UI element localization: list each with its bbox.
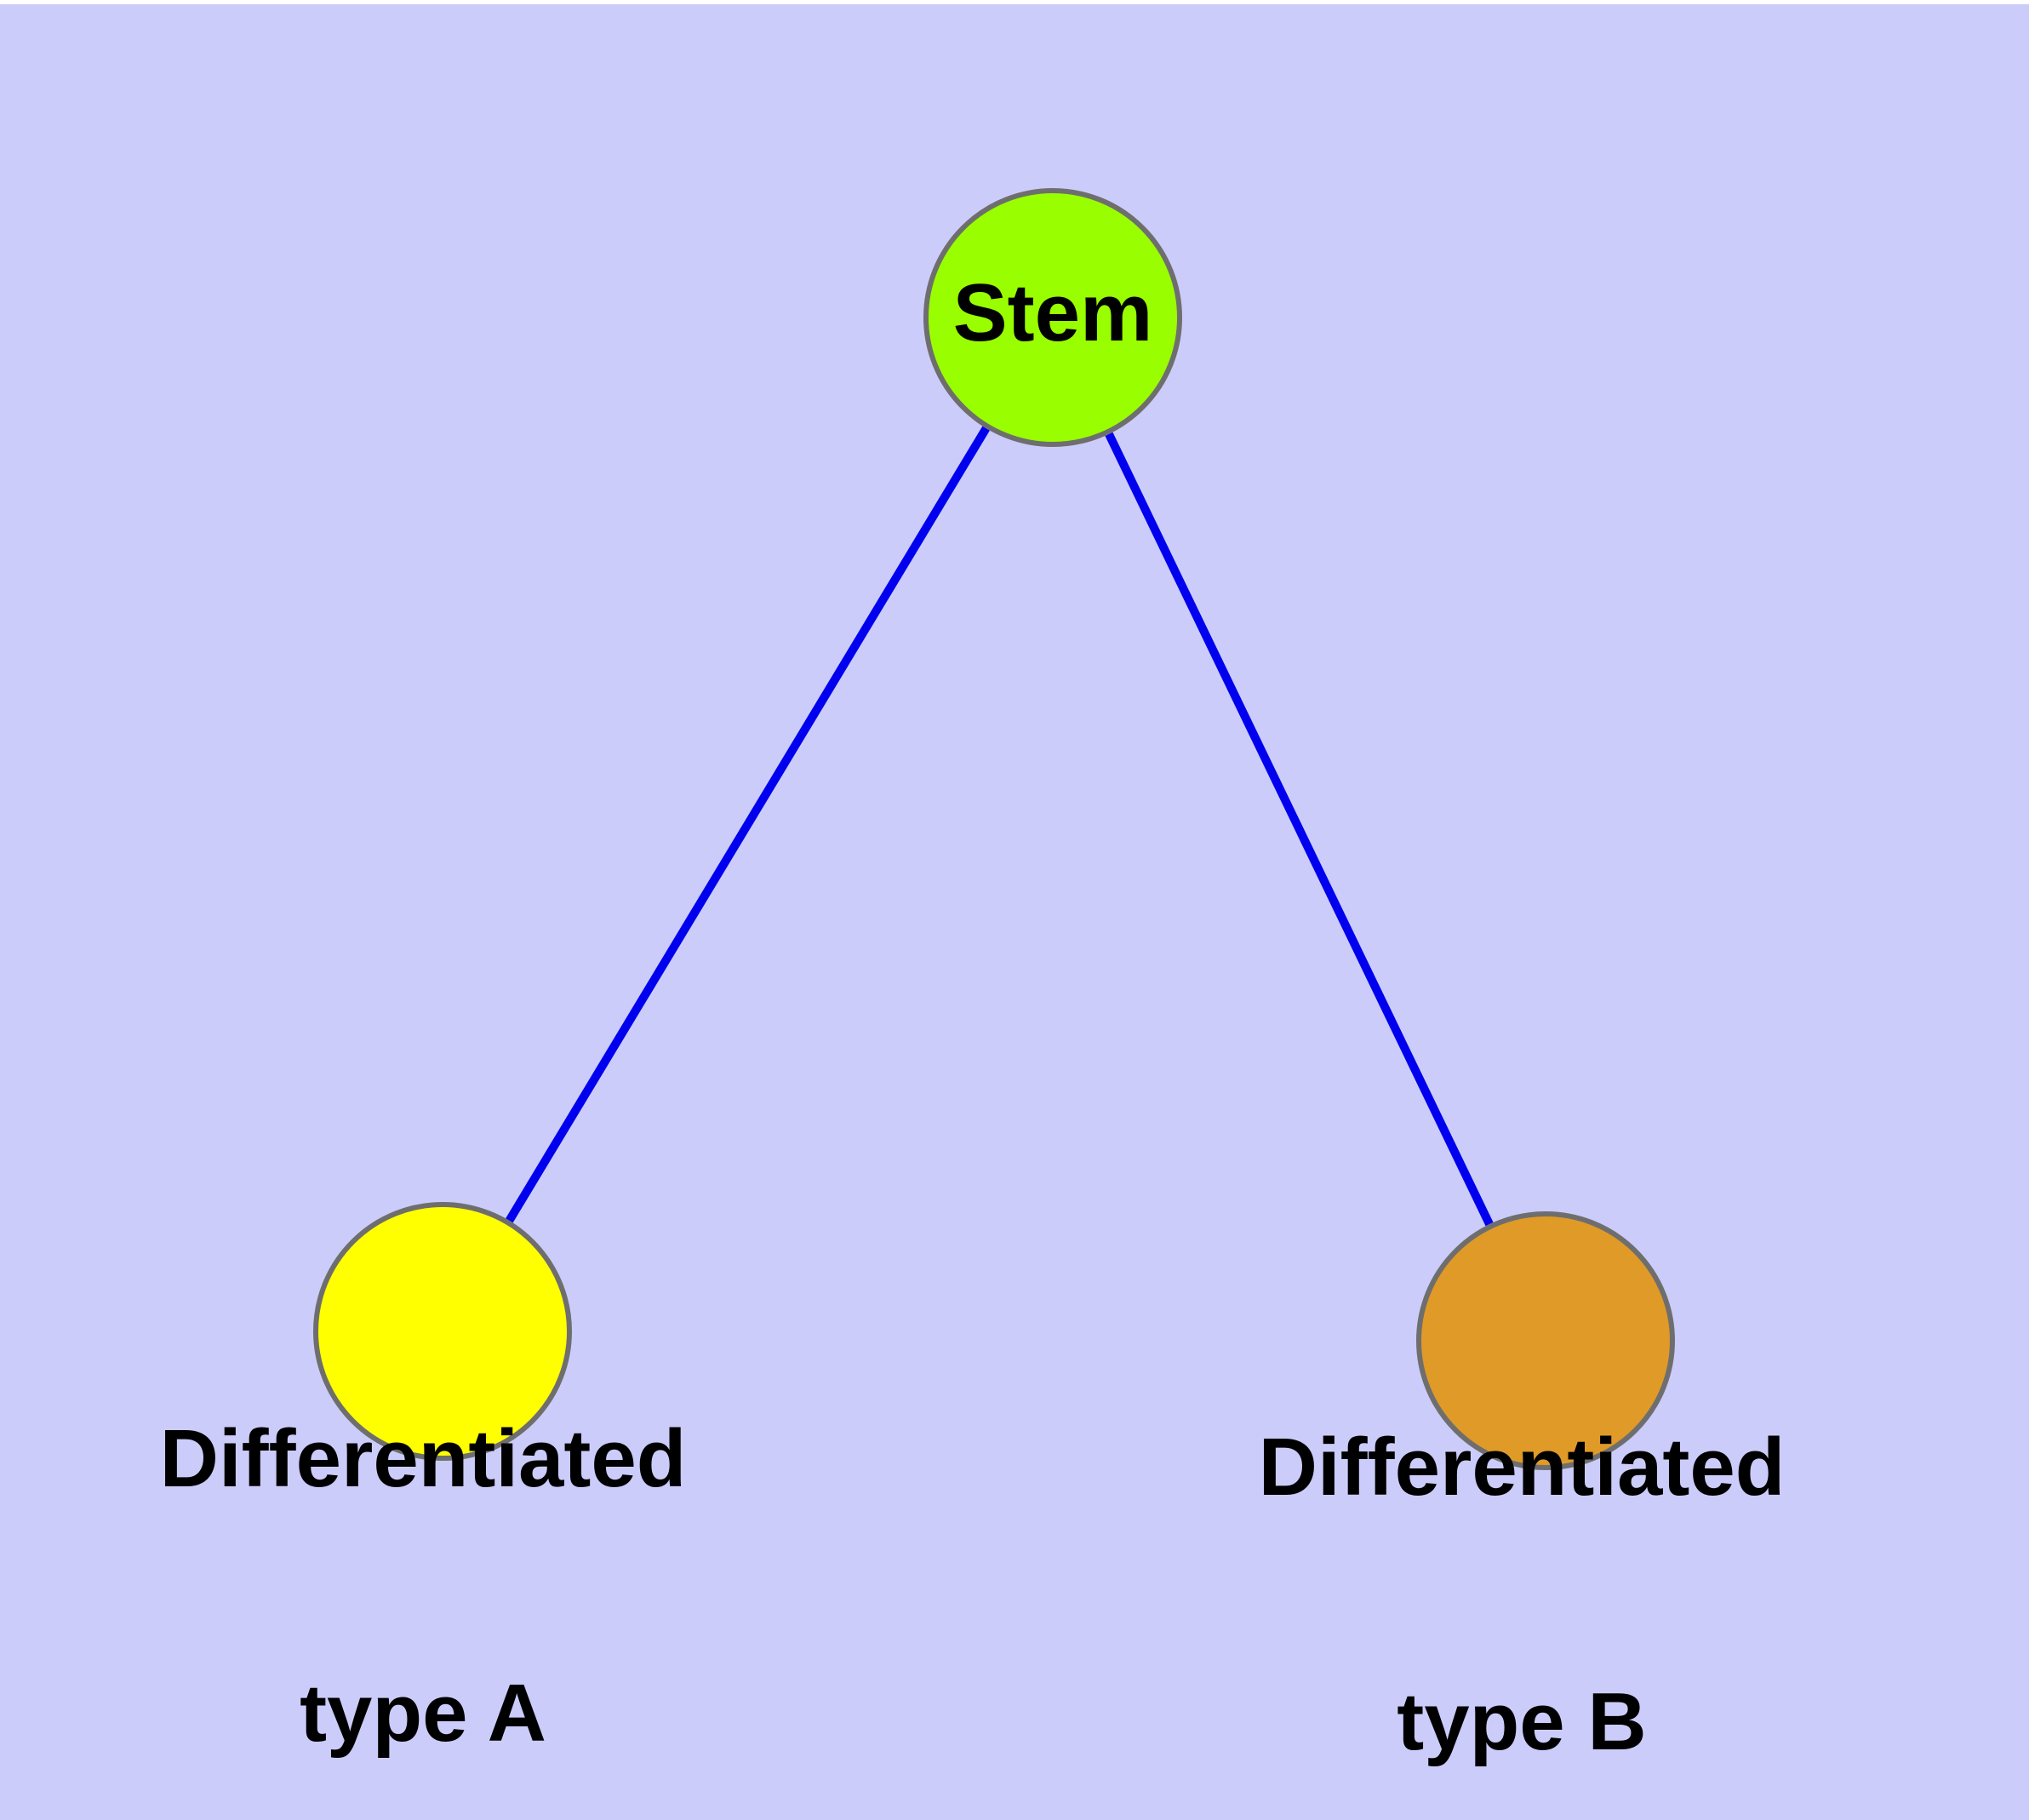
node-diff-a[interactable]	[313, 1202, 572, 1461]
node-diff-b[interactable]	[1416, 1211, 1675, 1470]
edge-stem-to-diff-b	[1105, 432, 1494, 1227]
edge-stem-to-diff-a	[506, 426, 990, 1223]
node-layer	[313, 188, 1675, 1470]
node-stem[interactable]	[923, 188, 1182, 447]
edge-layer	[506, 426, 1494, 1227]
